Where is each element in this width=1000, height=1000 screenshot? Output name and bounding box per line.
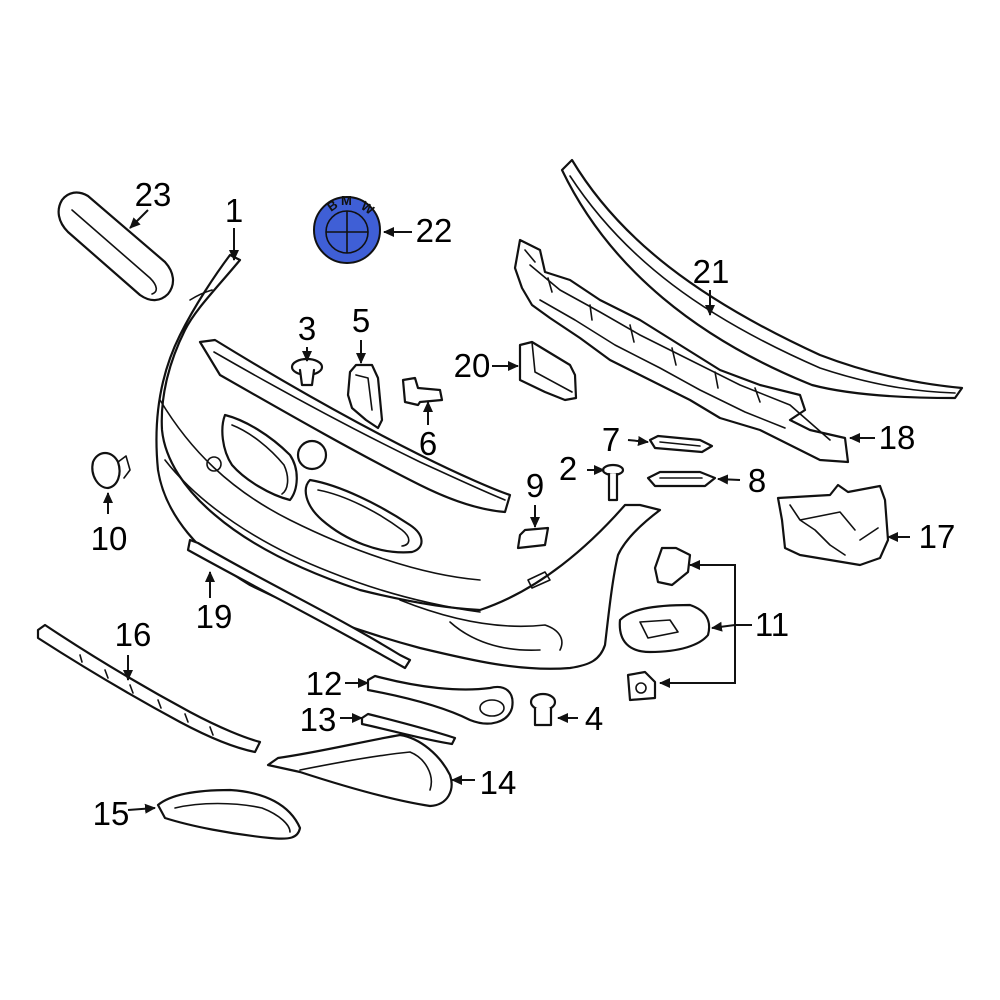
part-20-bracket[interactable]	[518, 340, 578, 402]
part-15-lower-trim[interactable]	[156, 788, 302, 840]
callout-10: 10	[91, 520, 128, 557]
callout-20: 20	[454, 347, 491, 384]
callout-22: 22	[416, 212, 453, 249]
part-16-lower-spoiler[interactable]	[36, 623, 262, 754]
callout-23: 23	[135, 176, 172, 213]
part-10-nozzle[interactable]	[91, 451, 131, 490]
part-6-clip[interactable]	[401, 376, 444, 407]
part-13-strip[interactable]	[360, 712, 457, 746]
callout-9: 9	[526, 467, 544, 504]
callout-8: 8	[748, 462, 766, 499]
callout-12: 12	[306, 665, 343, 702]
callout-2: 2	[559, 450, 577, 487]
part-21-upper-strip[interactable]	[560, 158, 964, 400]
part-2-bolt[interactable]	[601, 463, 625, 502]
part-14-lower-frame[interactable]	[266, 733, 453, 808]
part-3-push-clip[interactable]	[290, 357, 324, 387]
upper-grille-frame	[198, 338, 512, 514]
callout-labels: 1 2 3 4 5 6 7 8 9 10 11 12 13 14 15 16 1…	[91, 176, 956, 832]
part-12-trim[interactable]	[366, 674, 514, 725]
part-8-bracket[interactable]	[646, 470, 717, 488]
kidney-grille-right	[304, 478, 423, 554]
callout-1: 1	[225, 192, 243, 229]
callout-16: 16	[115, 616, 152, 653]
kidney-grille-left	[221, 413, 298, 502]
callout-7: 7	[602, 421, 620, 458]
part-7-bracket[interactable]	[648, 434, 714, 454]
part-4-clip[interactable]	[529, 692, 557, 727]
callout-6: 6	[419, 425, 437, 462]
part-17-side-bracket[interactable]	[776, 483, 890, 567]
callout-15: 15	[93, 795, 130, 832]
emblem-letter-m: M	[341, 193, 352, 208]
part-11-bracket-lower[interactable]	[626, 670, 657, 702]
part-9-bracket[interactable]	[516, 526, 550, 550]
part-11-fog-frame[interactable]	[618, 603, 711, 654]
part-18-support-beam[interactable]	[513, 238, 850, 464]
part-5-bracket[interactable]	[346, 363, 384, 430]
callout-13: 13	[300, 701, 337, 738]
callout-17: 17	[919, 518, 956, 555]
part-1-bumper-cover[interactable]	[155, 253, 662, 670]
callout-11: 11	[755, 606, 789, 643]
leader-lines	[103, 209, 910, 814]
callout-4: 4	[585, 700, 603, 737]
tow-hook-cover	[296, 439, 328, 471]
callout-14: 14	[480, 764, 517, 801]
callout-18: 18	[879, 419, 916, 456]
part-19-lower-strip[interactable]	[186, 538, 412, 670]
part-11-bracket-upper[interactable]	[653, 546, 692, 587]
part-23-grille-insert[interactable]	[57, 191, 175, 302]
part-22-emblem[interactable]: B M W	[313, 193, 381, 264]
callout-5: 5	[352, 302, 370, 339]
callout-3: 3	[298, 310, 316, 347]
callout-21: 21	[693, 253, 730, 290]
callout-19: 19	[196, 598, 233, 635]
